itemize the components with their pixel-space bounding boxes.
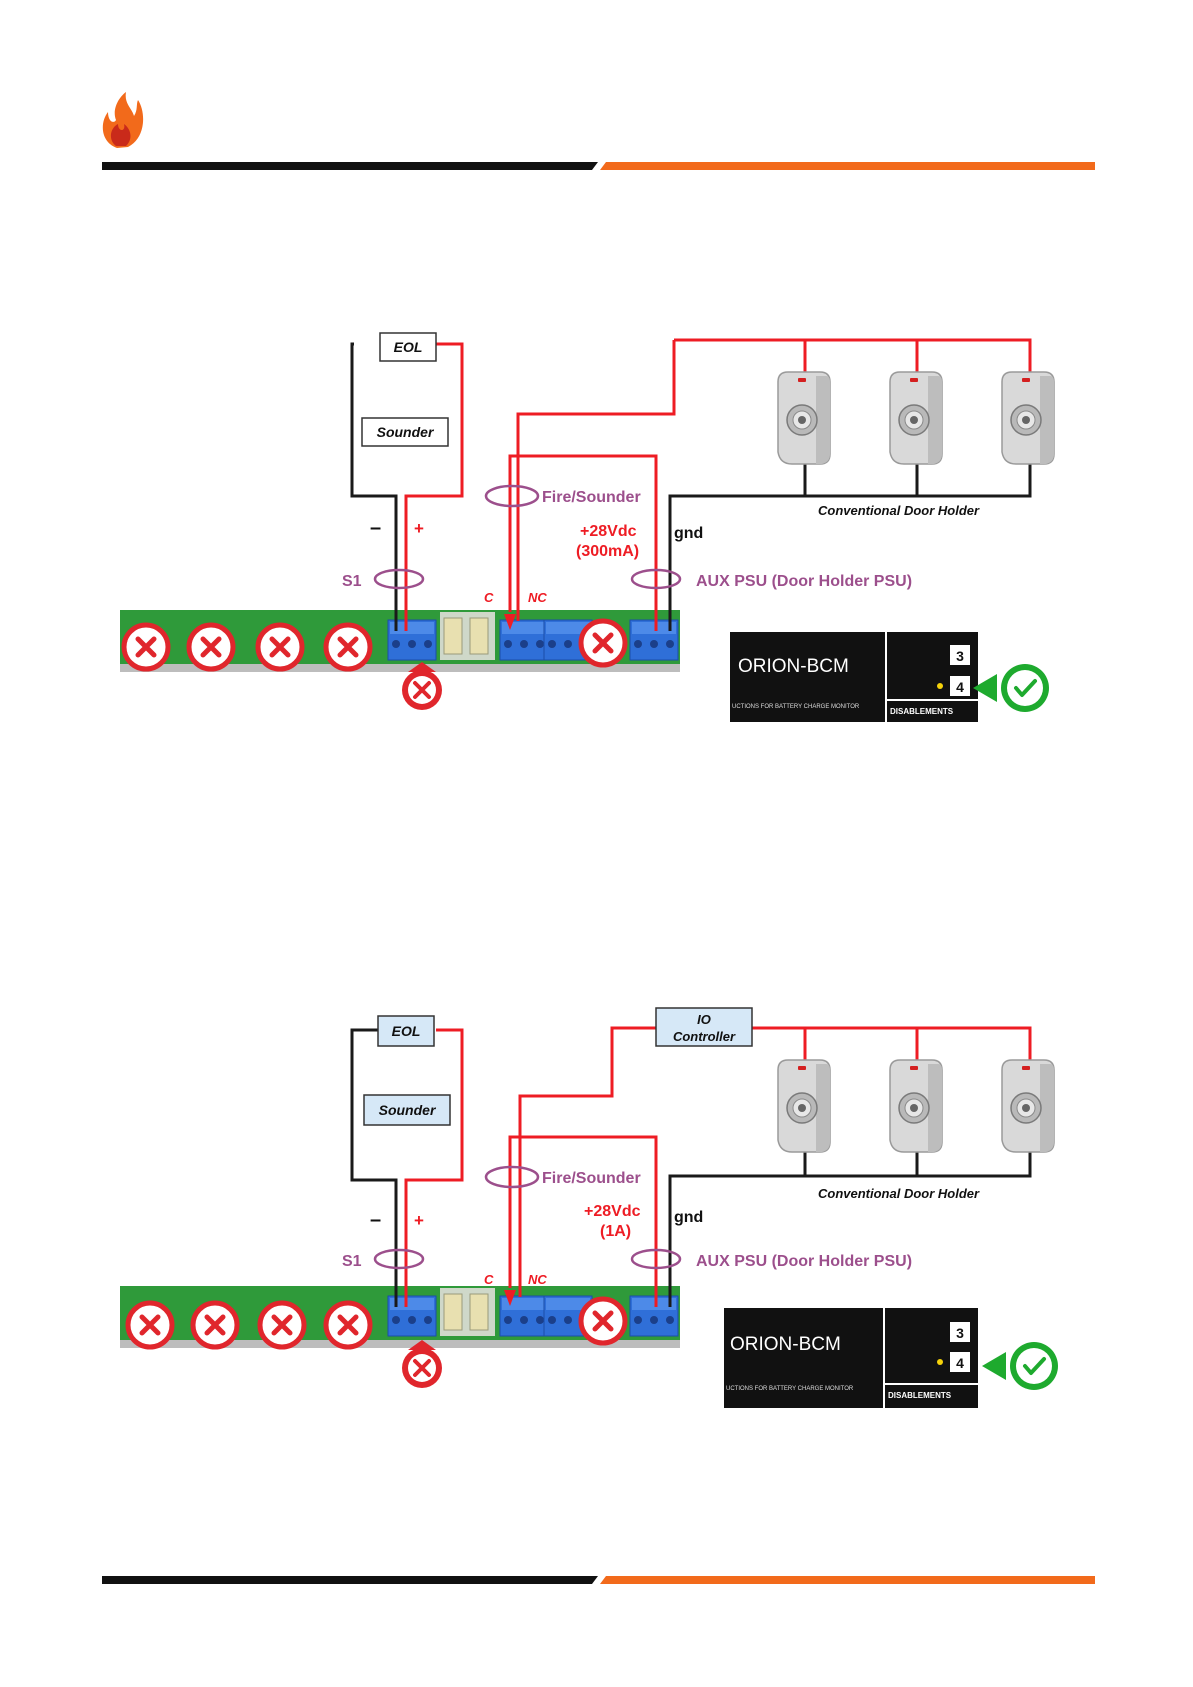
door-holder-label: Conventional Door Holder (818, 1186, 980, 1201)
sounder-label: Sounder (377, 424, 435, 440)
io-controller-line2: Controller (673, 1029, 736, 1044)
gnd-label: gnd (674, 525, 703, 542)
sounder-label: Sounder (379, 1102, 437, 1118)
wiring-diagram-1: EOL Sounder – + S1 Fire/Sounder C NC +28… (120, 332, 1055, 722)
panel-num-4: 4 (956, 1355, 964, 1371)
eol-label: EOL (392, 1023, 421, 1039)
voltage-label: +28Vdc (584, 1203, 641, 1220)
eol-label: EOL (394, 339, 423, 355)
nc-label: NC (528, 590, 547, 605)
fire-sounder-label: Fire/Sounder (542, 1170, 641, 1187)
panel-num-4: 4 (956, 679, 964, 695)
cross-circle-icon (326, 1303, 370, 1347)
door-holder-label: Conventional Door Holder (818, 503, 980, 518)
s1-label: S1 (342, 573, 362, 590)
orion-bcm-panel: ORION-BCM UCTIONS FOR BATTERY CHARGE MON… (730, 632, 978, 722)
door-holder-icon (777, 1059, 831, 1153)
cross-circle-icon (128, 1303, 172, 1347)
c-label: C (484, 590, 494, 605)
footer-rule-black (102, 1576, 598, 1584)
panel-disablements: DISABLEMENTS (888, 1391, 952, 1400)
door-holder-icon (889, 371, 943, 465)
cross-circle-icon (260, 1303, 304, 1347)
panel-num-3: 3 (956, 648, 964, 664)
sounder-box (363, 1094, 451, 1126)
flame-logo-icon (102, 92, 144, 148)
current-label: (1A) (600, 1223, 631, 1240)
c-label: C (484, 1272, 494, 1287)
door-holder-icon (777, 371, 831, 465)
header-rule-black (102, 162, 598, 170)
door-holder-icon (1001, 1059, 1055, 1153)
aux-psu-label: AUX PSU (Door Holder PSU) (696, 1253, 912, 1270)
current-label: (300mA) (576, 543, 639, 560)
panel-disablements: DISABLEMENTS (890, 707, 954, 716)
aux-psu-label: AUX PSU (Door Holder PSU) (696, 573, 912, 590)
orion-bcm-panel: ORION-BCM UCTIONS FOR BATTERY CHARGE MON… (724, 1308, 978, 1408)
panel-title: ORION-BCM (730, 1334, 841, 1355)
plus-label: + (414, 1211, 424, 1230)
nc-label: NC (528, 1272, 547, 1287)
io-controller-line1: IO (697, 1012, 711, 1027)
check-circle-icon (982, 1342, 1058, 1390)
sounder-box (361, 417, 449, 447)
cross-circle-icon (193, 1303, 237, 1347)
panel-subtitle: UCTIONS FOR BATTERY CHARGE MONITOR (732, 704, 860, 710)
fire-sounder-label: Fire/Sounder (542, 489, 641, 506)
voltage-label: +28Vdc (580, 523, 637, 540)
plus-label: + (414, 519, 424, 538)
cross-circle-icon (581, 1299, 625, 1343)
cross-circle-icon (581, 621, 625, 665)
minus-label: – (370, 1209, 381, 1231)
minus-label: – (370, 517, 381, 539)
check-circle-icon (973, 664, 1049, 712)
eol-box (379, 332, 437, 362)
io-controller-box (655, 1007, 753, 1047)
wiring-diagram-2: EOL Sounder IO Controller – + S1 Fire/So… (120, 1007, 1058, 1408)
gnd-label: gnd (674, 1209, 703, 1226)
panel-num-3: 3 (956, 1325, 964, 1341)
panel-title: ORION-BCM (738, 656, 849, 677)
panel-subtitle: UCTIONS FOR BATTERY CHARGE MONITOR (726, 1386, 854, 1392)
header-rule-orange (600, 162, 1095, 170)
cross-circle-icon (189, 625, 233, 669)
s1-label: S1 (342, 1253, 362, 1270)
eol-box (377, 1015, 435, 1047)
footer-rule-orange (600, 1576, 1095, 1584)
cross-circle-icon (124, 625, 168, 669)
cross-circle-icon (326, 625, 370, 669)
door-holder-icon (889, 1059, 943, 1153)
cross-circle-icon (258, 625, 302, 669)
door-holder-icon (1001, 371, 1055, 465)
